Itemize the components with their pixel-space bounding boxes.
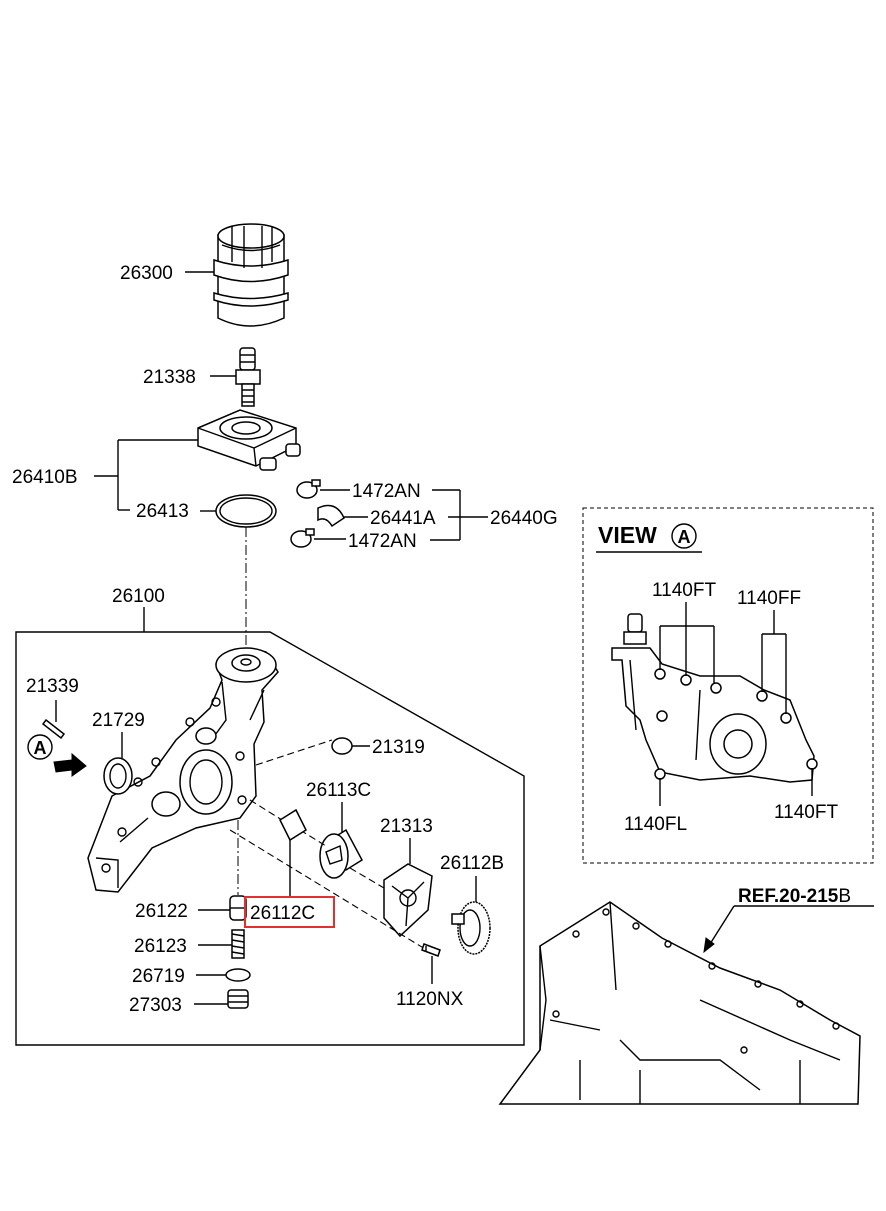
- label-26719[interactable]: 26719: [132, 966, 185, 987]
- cover-21313-drawing: [383, 863, 433, 938]
- reference-text[interactable]: REF.20-215B: [738, 886, 851, 907]
- label-26440G[interactable]: 26440G: [490, 508, 558, 529]
- label-21319[interactable]: 21319: [372, 737, 425, 758]
- hose-clamps-drawing: [290, 479, 345, 548]
- label-26112C[interactable]: 26112C: [250, 903, 315, 924]
- rotor-26113C-drawing: [319, 828, 363, 879]
- relief-valve-parts-drawing: [225, 895, 251, 1009]
- label-26113C[interactable]: 26113C: [306, 780, 371, 801]
- label-21338[interactable]: 21338: [143, 367, 196, 388]
- label-1140FT-bottom[interactable]: 1140FT: [774, 802, 838, 823]
- view-a-circle: [671, 523, 697, 549]
- label-26413[interactable]: 26413: [136, 501, 189, 522]
- label-26410B[interactable]: 26410B: [12, 467, 78, 488]
- label-27303[interactable]: 27303: [129, 995, 182, 1016]
- label-1140FL[interactable]: 1140FL: [624, 814, 687, 835]
- stud-21338-drawing: [235, 347, 261, 407]
- label-26123[interactable]: 26123: [134, 936, 187, 957]
- seal-21729-drawing: [103, 757, 133, 795]
- label-21729[interactable]: 21729: [92, 710, 145, 731]
- assembly-frame: [15, 631, 525, 1046]
- gear-26112B-drawing: [451, 901, 491, 955]
- label-26441A[interactable]: 26441A: [370, 508, 436, 529]
- label-1472AN-top[interactable]: 1472AN: [352, 481, 421, 502]
- callout-a-letter: A: [34, 738, 47, 758]
- label-26300[interactable]: 26300: [120, 263, 173, 284]
- highlight-box-26112C: [244, 896, 335, 928]
- callout-a-circle[interactable]: [27, 734, 53, 760]
- bolt-1120NX-drawing: [421, 943, 441, 957]
- label-26100[interactable]: 26100: [112, 586, 165, 607]
- view-a-title: VIEW: [598, 522, 657, 548]
- part-26112C-drawing: [279, 808, 307, 842]
- oil-cooler-drawing: [197, 409, 301, 471]
- oil-filter-drawing: [213, 223, 289, 327]
- label-1140FT-top[interactable]: 1140FT: [652, 580, 716, 601]
- oil-pan-reference-drawing: [498, 901, 861, 1105]
- callout-a-arrow: [53, 752, 87, 777]
- label-1120NX[interactable]: 1120NX: [396, 989, 464, 1010]
- gasket-26413-drawing: [215, 494, 277, 528]
- label-21313[interactable]: 21313: [380, 816, 433, 837]
- oil-pump-housing-drawing: [87, 647, 279, 893]
- pin-21339-drawing: [41, 718, 66, 740]
- oring-21319-drawing: [331, 737, 353, 755]
- label-1472AN-bottom[interactable]: 1472AN: [348, 531, 417, 552]
- label-26112B[interactable]: 26112B: [440, 853, 504, 874]
- label-21339[interactable]: 21339: [26, 676, 79, 697]
- label-1140FF[interactable]: 1140FF: [737, 588, 801, 609]
- view-a-letter: A: [678, 527, 691, 547]
- label-26122[interactable]: 26122: [135, 901, 188, 922]
